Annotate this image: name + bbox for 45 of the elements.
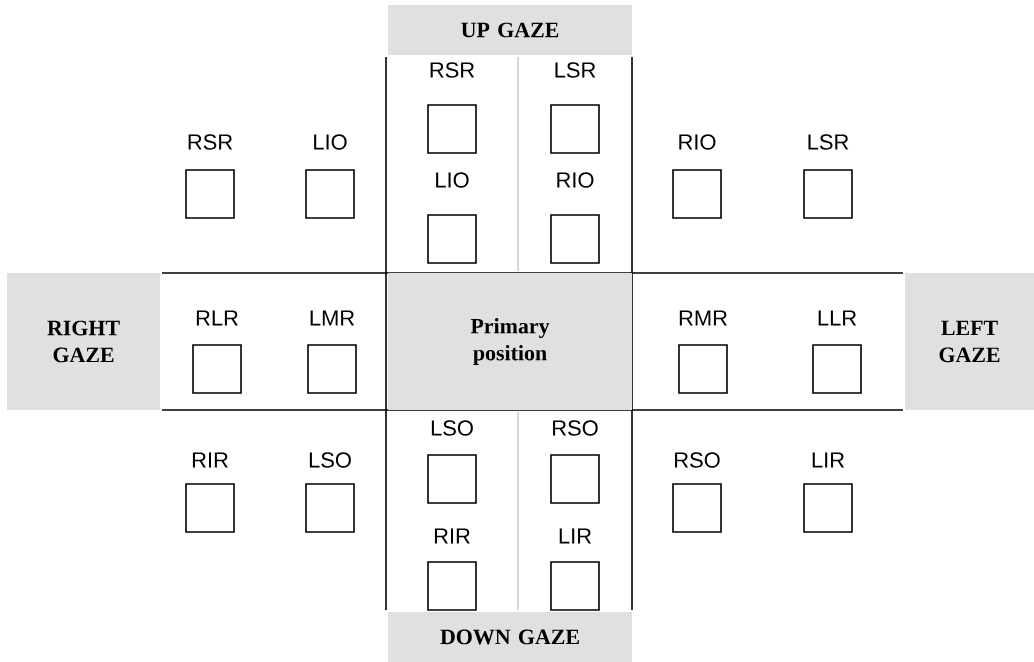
labeled-answer-box: RIR — [185, 452, 235, 533]
node-label: RIR — [434, 528, 470, 544]
node-label: LLR — [818, 310, 857, 326]
node-label: RSR — [430, 62, 475, 78]
heading-band: UP GAZE — [388, 5, 632, 55]
node-label: LSR — [555, 62, 596, 78]
node-label: RIO — [679, 134, 716, 150]
node-label: RLR — [196, 310, 238, 326]
labeled-answer-box: RIR — [427, 528, 477, 611]
labeled-answer-box: RLR — [192, 310, 242, 394]
node-label: RIO — [557, 172, 594, 188]
node-label: LSR — [808, 134, 849, 150]
labeled-answer-box: LIO — [305, 134, 355, 219]
node-label: RSR — [188, 134, 233, 150]
labeled-answer-box: RSR — [427, 62, 477, 154]
labeled-answer-box: RSO — [672, 452, 722, 533]
labeled-answer-box: RIO — [672, 134, 722, 219]
labeled-answer-box: RMR — [678, 310, 728, 394]
labeled-answer-box: RSR — [185, 134, 235, 219]
labeled-answer-box: LSR — [803, 134, 853, 219]
labeled-answer-box: RSO — [550, 420, 600, 504]
node-label: RSO — [553, 420, 598, 436]
node-label: RIR — [192, 452, 228, 468]
labeled-answer-box: LMR — [307, 310, 357, 394]
labeled-answer-box: LIO — [427, 172, 477, 264]
heading-band: DOWN GAZE — [388, 612, 632, 662]
labeled-answer-box: LSO — [427, 420, 477, 504]
node-label: LIR — [559, 528, 592, 544]
labeled-answer-box: LSO — [305, 452, 355, 533]
node-label: LIR — [812, 452, 845, 468]
heading-band: Primary position — [388, 273, 632, 410]
node-label: RMR — [679, 310, 727, 326]
node-label: LIO — [436, 172, 469, 188]
labeled-answer-box: RIO — [550, 172, 600, 264]
labeled-answer-box: LIR — [803, 452, 853, 533]
labeled-answer-box: LIR — [550, 528, 600, 611]
labeled-answer-box: LSR — [550, 62, 600, 154]
node-label: LSO — [431, 420, 473, 436]
node-label: LMR — [310, 310, 355, 326]
node-label: LSO — [309, 452, 351, 468]
node-label: LIO — [314, 134, 347, 150]
heading-band: RIGHT GAZE — [7, 273, 160, 410]
labeled-answer-box: LLR — [812, 310, 862, 394]
node-label: RSO — [675, 452, 720, 468]
heading-band: LEFT GAZE — [905, 273, 1034, 410]
